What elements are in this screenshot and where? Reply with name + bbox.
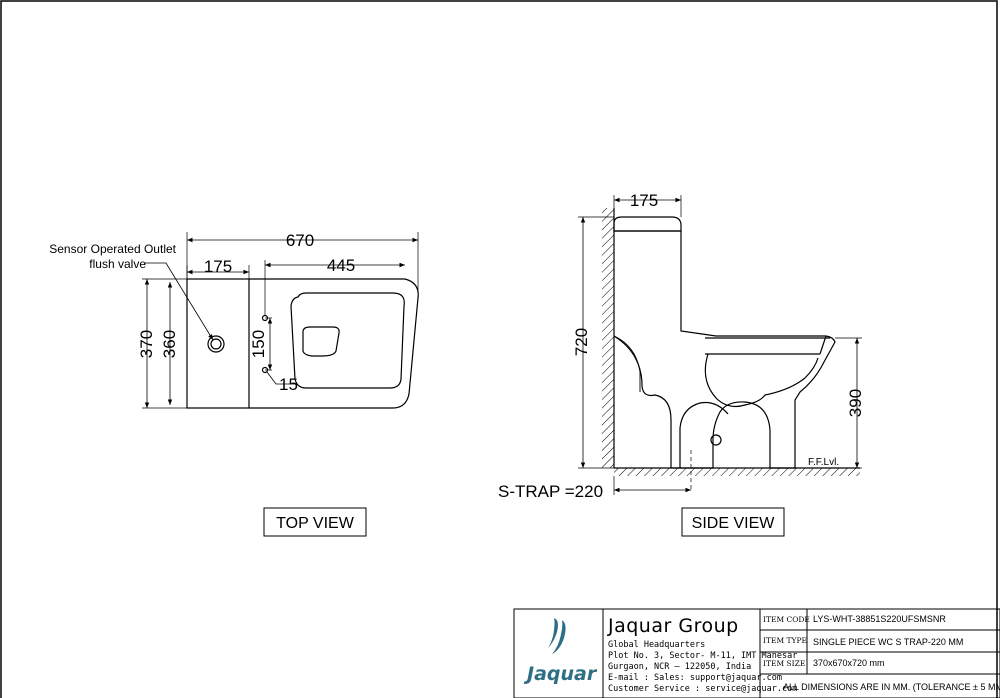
bowl-curve [704, 353, 819, 408]
jaquar-logo-text: Jaquar [523, 663, 598, 685]
wall-recess [613, 335, 641, 392]
company-name: Jaquar Group [607, 615, 739, 637]
tank-outline [186, 278, 250, 409]
strap-label: S-TRAP =220 [498, 482, 603, 501]
top-view-caption: TOP VIEW [276, 515, 355, 532]
seat-line [705, 335, 830, 355]
floor-hatch [614, 468, 860, 476]
dim-670-label: 670 [286, 231, 314, 250]
address-line-4: E-mail : Sales: support@jaquar.com [608, 673, 782, 683]
dim-445-label: 445 [327, 256, 355, 275]
jaquar-logo-mark [548, 618, 566, 654]
side-view-caption-box [681, 507, 785, 537]
side-view [578, 195, 862, 495]
dim-390-label: 390 [846, 389, 865, 417]
dim-175-side-label: 175 [630, 191, 658, 210]
floor-level-label: F.F.Lvl. [808, 457, 839, 468]
dim-150-label: 150 [249, 330, 268, 358]
item-code-label: ITEM CODE [763, 615, 810, 624]
dim-360-label: 360 [160, 330, 179, 358]
item-type-value: SINGLE PIECE WC S TRAP-220 MM [813, 637, 963, 647]
dim-720-label: 720 [572, 328, 591, 356]
seat-outline [290, 292, 405, 389]
address-line-3: Gurgaon, NCR — 122050, India [608, 662, 751, 672]
callout-leader [144, 262, 214, 341]
item-size-label: ITEM SIZE [763, 659, 805, 668]
address-line-5: Customer Service : service@jaquar.com [608, 684, 797, 694]
bowl-outline [249, 278, 419, 409]
dimensions-footer: ALL DIMENSIONS ARE IN MM. (TOLERANCE ± 5… [783, 682, 1000, 692]
item-size-value: 370x670x720 mm [813, 658, 885, 668]
address-line-2: Plot No. 3, Sector- M-11, IMT Manesar [608, 651, 797, 661]
address-line-1: Global Headquarters [608, 640, 705, 650]
wall-hatch [602, 208, 614, 468]
trap-outlet [710, 434, 722, 446]
callout-line-1: Sensor Operated Outlet [49, 242, 176, 256]
dim-370-label: 370 [137, 330, 156, 358]
body-outline [613, 230, 836, 469]
dim-15-label: 15 [279, 375, 298, 394]
item-code-value: LYS-WHT-38851S220UFSMSNR [813, 614, 946, 624]
trap-curve [679, 401, 729, 468]
bowl-opening [302, 326, 340, 357]
flush-valve-inner [210, 338, 222, 350]
top-view [142, 232, 419, 409]
callout-line-2: flush valve [89, 257, 146, 271]
dim-175-top-label: 175 [204, 257, 232, 276]
item-type-label: ITEM TYPE [763, 636, 807, 645]
title-block [513, 608, 1000, 698]
tank-lid [613, 216, 682, 232]
side-view-caption: SIDE VIEW [692, 515, 776, 532]
leader-15 [266, 371, 296, 385]
top-view-caption-box [263, 507, 367, 537]
flush-valve-outer [207, 335, 225, 353]
